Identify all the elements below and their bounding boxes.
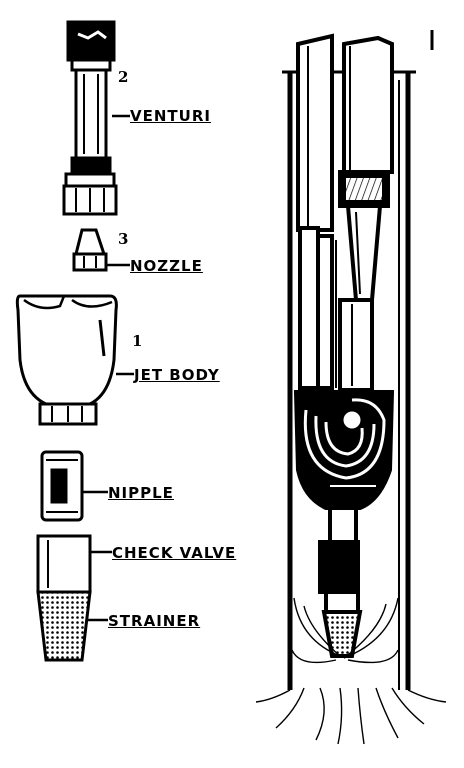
leader-lines [82, 114, 134, 622]
water-flow-lines [255, 597, 447, 745]
venturi-label: VENTURI [130, 107, 211, 125]
foot-valve-assembly [318, 506, 363, 658]
jet-body-number: 1 [132, 332, 143, 350]
nipple-label: NIPPLE [108, 484, 174, 502]
strainer-label: STRAINER [108, 612, 201, 630]
venturi-part [62, 20, 118, 216]
venturi-number: 2 [118, 68, 129, 86]
nozzle-part [72, 228, 108, 272]
nozzle-number: 3 [118, 230, 129, 248]
jet-body-assembly [293, 390, 395, 510]
venturi-assembly [298, 204, 383, 392]
jet-body-part [15, 294, 118, 426]
check-valve-label: CHECK VALVE [112, 544, 237, 562]
strainer-part [36, 590, 92, 662]
nipple-part [40, 450, 84, 522]
check-valve-part [36, 534, 92, 594]
drop-pipes [296, 33, 394, 232]
nozzle-label: NOZZLE [130, 257, 203, 275]
jet-body-label: JET BODY [134, 366, 220, 384]
